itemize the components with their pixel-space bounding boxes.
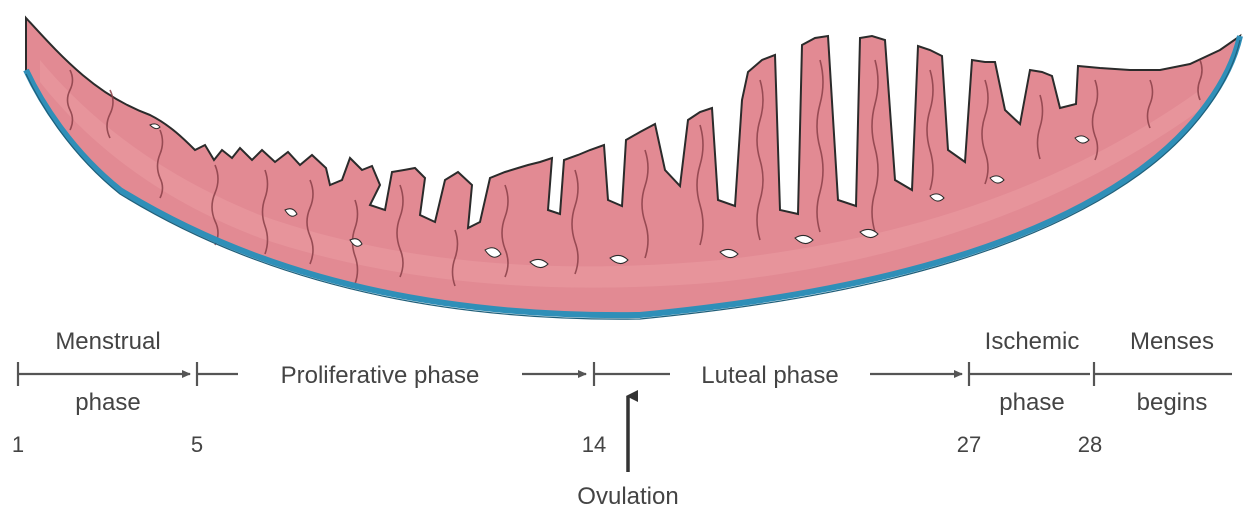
menstrual-phase-label-line2: phase — [75, 389, 140, 416]
ischemic-phase-label-line1: Ischemic — [985, 328, 1080, 355]
day-28-label: 28 — [1078, 432, 1102, 457]
menstrual-phase-label-line1: Menstrual — [55, 328, 160, 355]
day-27-label: 27 — [957, 432, 981, 457]
proliferative-phase-label: Proliferative phase — [281, 362, 480, 389]
endometrium-illustration — [26, 18, 1240, 319]
day-14-label: 14 — [582, 432, 606, 457]
ovulation-label: Ovulation — [577, 483, 678, 510]
menses-label-line2: begins — [1137, 389, 1208, 416]
day-1-label: 1 — [12, 432, 24, 457]
day-5-label: 5 — [191, 432, 203, 457]
menses-label-line1: Menses — [1130, 328, 1214, 355]
cycle-timeline — [18, 362, 1232, 386]
luteal-phase-label: Luteal phase — [701, 362, 838, 389]
ischemic-phase-label-line2: phase — [999, 389, 1064, 416]
